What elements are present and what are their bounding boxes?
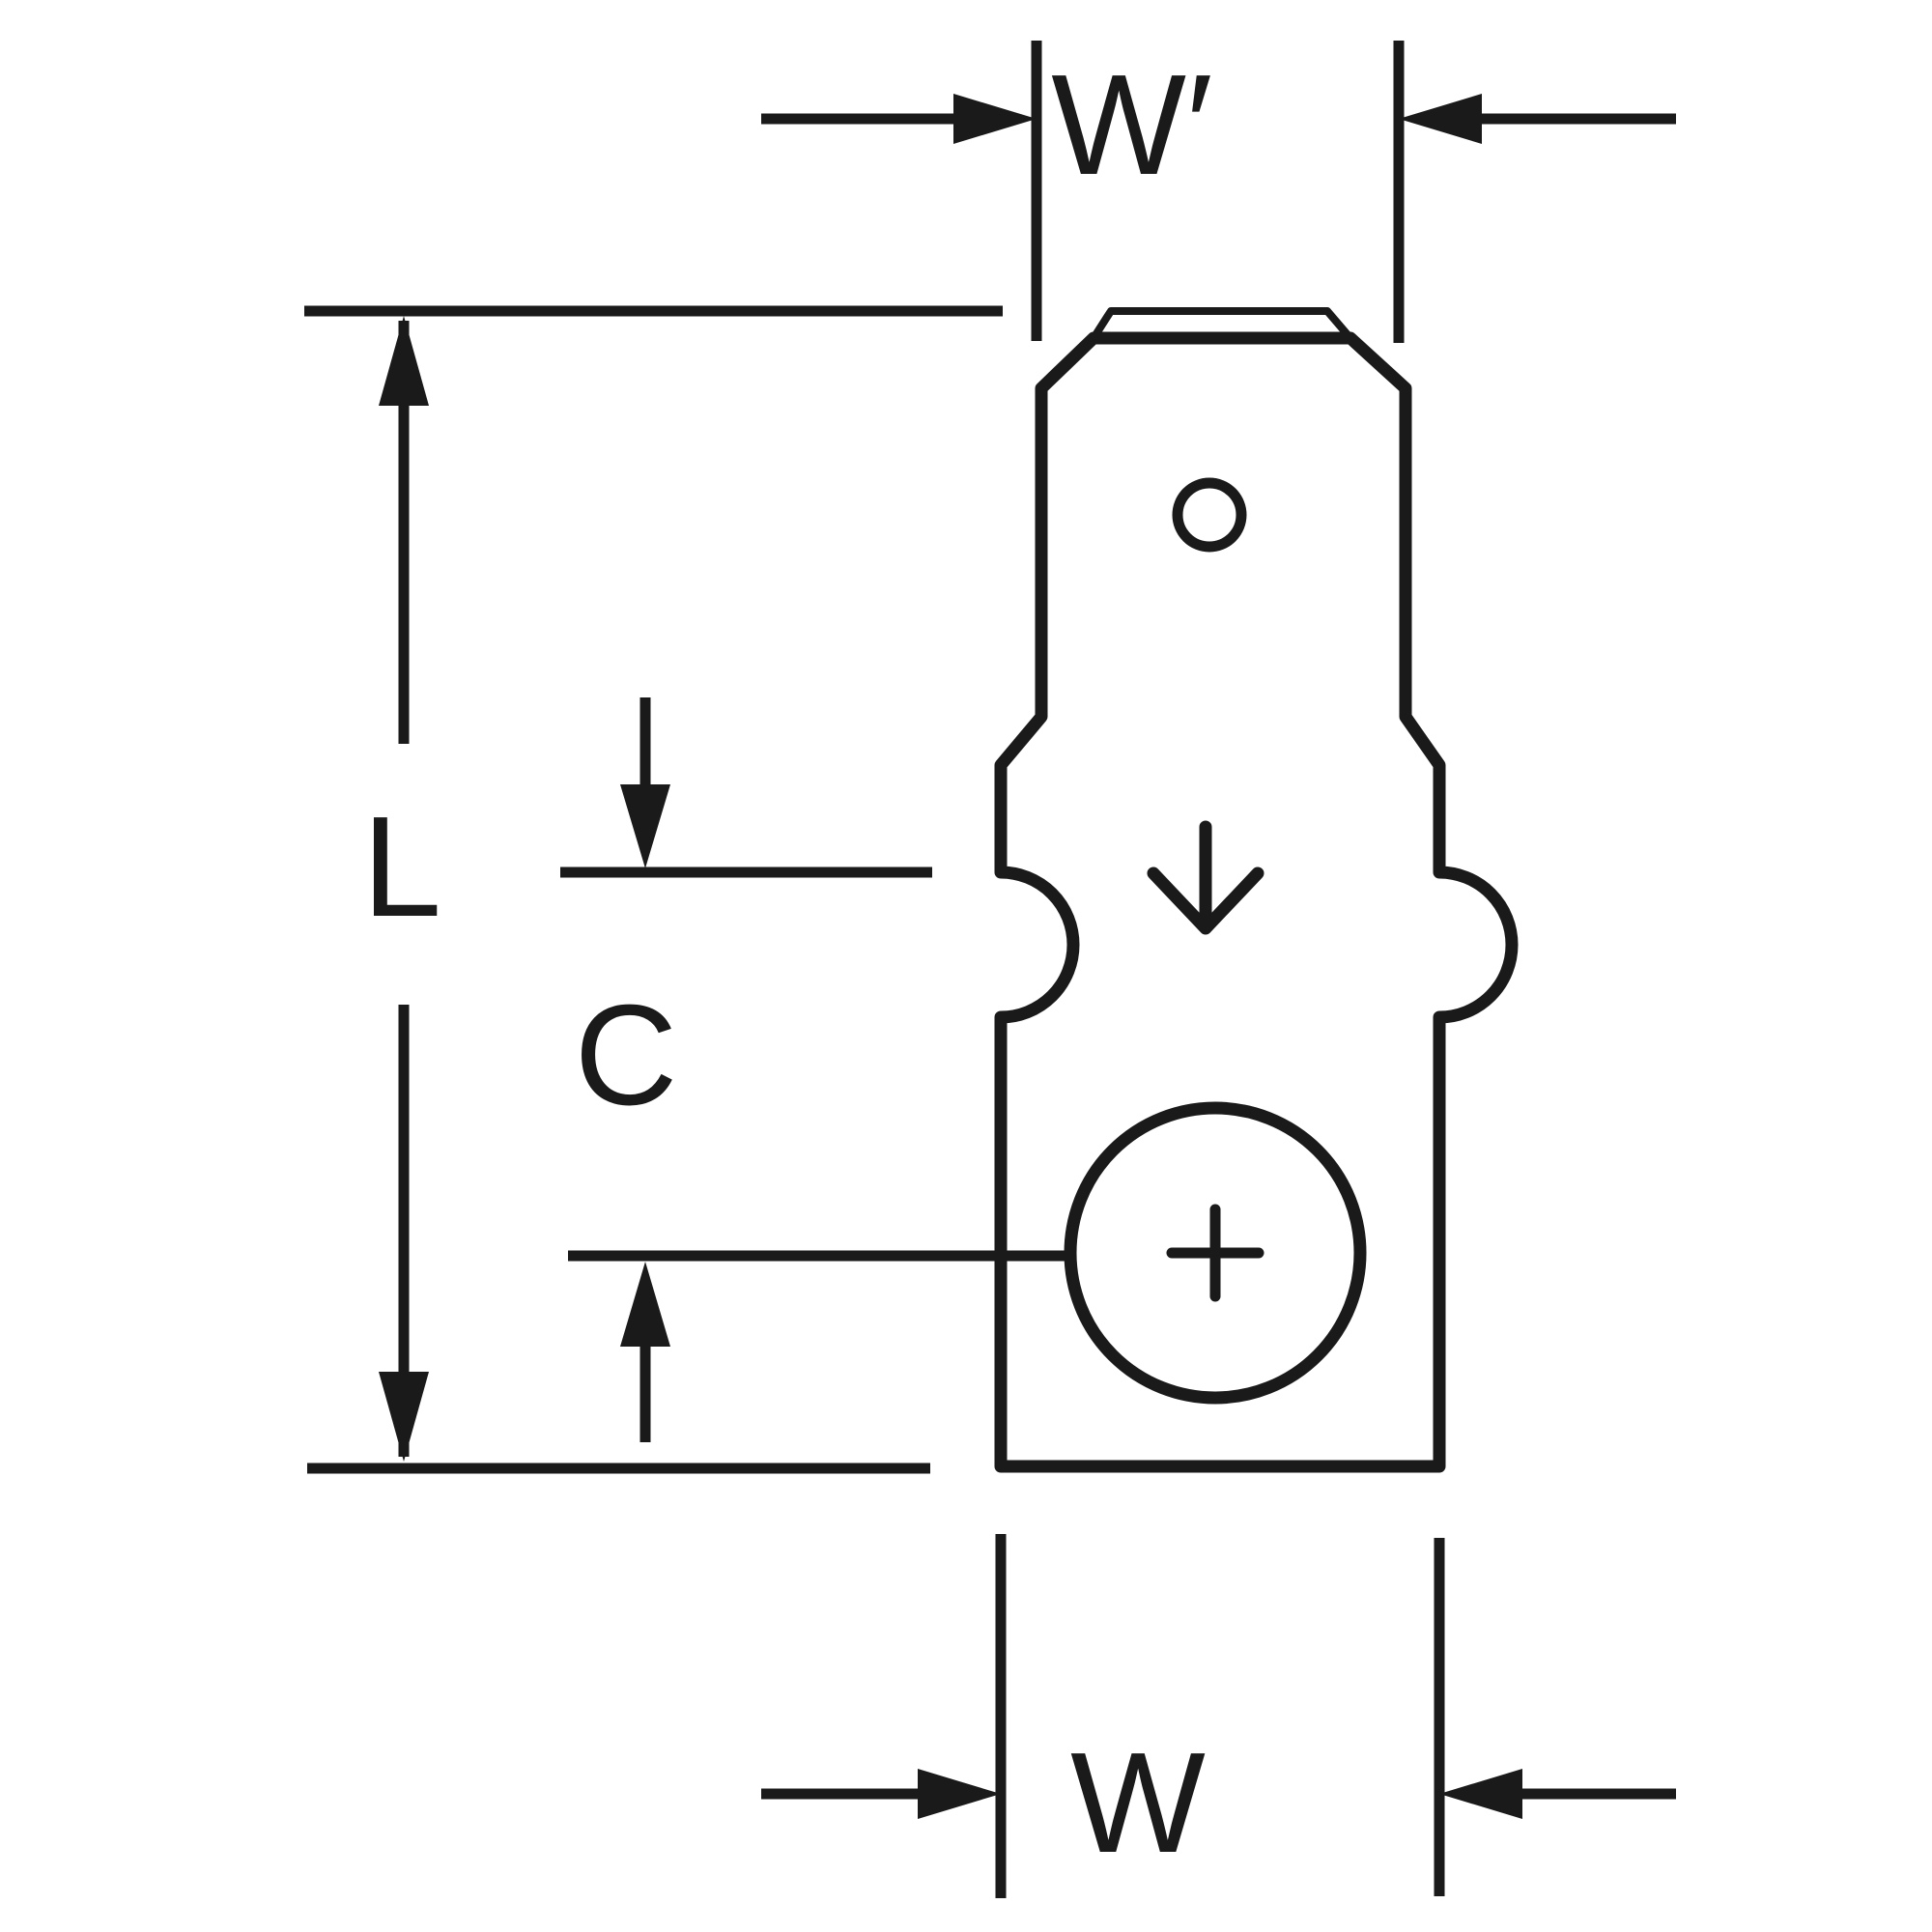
arrowhead-icon [620,1262,670,1347]
terminal-outline [994,307,1519,1473]
dimension-width: W [761,1534,1676,1898]
dimension-center-offset: C [560,697,1071,1442]
terminal-body-outline [994,331,1519,1473]
insertion-direction-arrow-icon [1147,820,1264,935]
arrowhead-icon [620,784,670,868]
dimension-w-prime: W′ [761,41,1676,343]
arrowhead-icon [1399,94,1482,144]
arrowhead-icon [918,1769,1001,1819]
label-length: L [362,787,441,947]
arrowhead-icon [379,316,429,406]
label-width: W [1070,1723,1206,1883]
tab-chamfer-bevel [1090,307,1354,342]
arrowhead-icon [1439,1769,1522,1819]
label-w-prime: W′ [1051,45,1212,205]
label-center-offset: C [575,976,678,1135]
center-mark-cross-icon [1166,1204,1264,1302]
arrowhead-icon [953,94,1037,144]
detent-dimple-circle [1172,477,1247,553]
dimension-length: L [304,305,1003,1474]
arrowhead-icon [379,1372,429,1462]
